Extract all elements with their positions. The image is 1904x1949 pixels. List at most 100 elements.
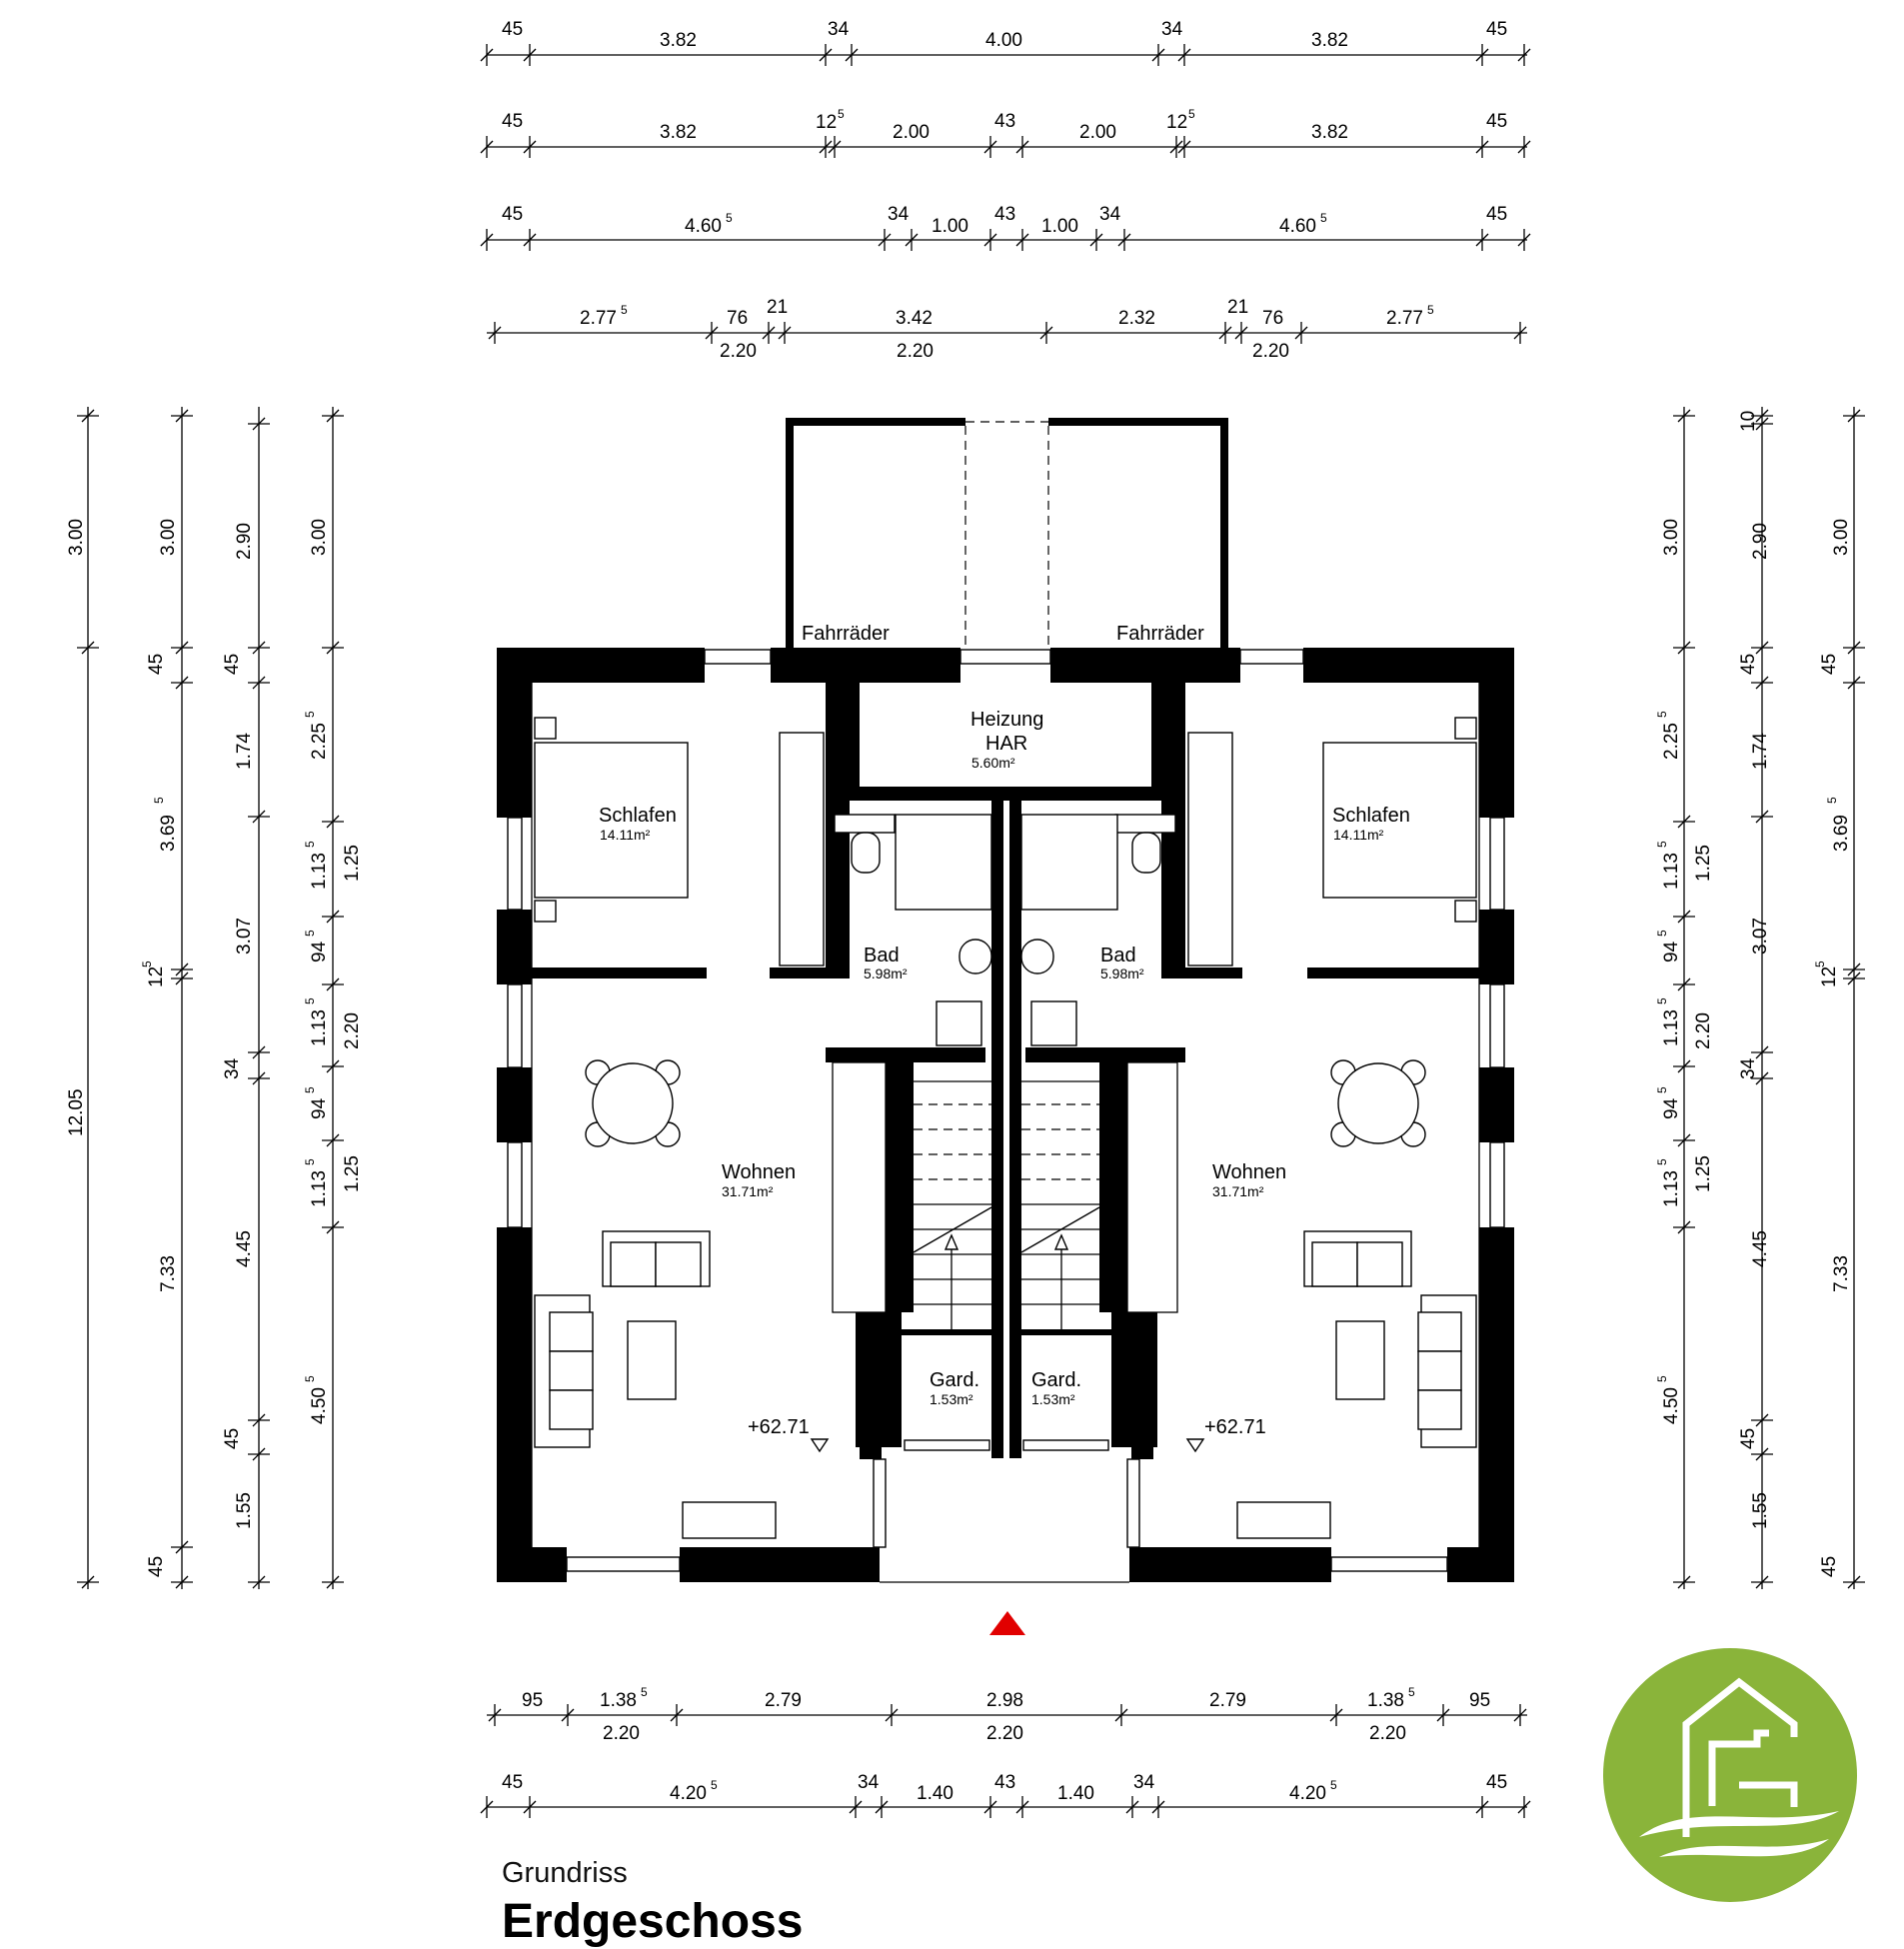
window-south-2 — [1330, 1556, 1448, 1572]
dim-left-3-b: 45 — [222, 654, 243, 675]
dim-top-1-b: 3.82 — [660, 30, 697, 51]
bottom-dimension-chains: 95 1.38 5 2.79 2.98 2.79 1.38 5 95 2.20 … — [480, 1685, 1531, 1818]
dim-left-4-b: 2.25 — [309, 723, 330, 760]
dim-top-2-c-sup: 5 — [838, 107, 845, 121]
dim-left-3-f: 4.45 — [234, 1230, 255, 1267]
wall-gard-left-outer — [856, 1312, 886, 1447]
coffee-table-right — [1335, 1320, 1385, 1400]
nightstand-right-1 — [1454, 717, 1477, 740]
dim-bottom-2-a: 45 — [502, 1772, 523, 1793]
nightstand-right-2 — [1454, 900, 1477, 923]
dim-top-4-lower-c: 2.20 — [1252, 341, 1289, 362]
label-heizung: Heizung — [970, 709, 1043, 731]
area-gard-left: 1.53m² — [930, 1391, 973, 1407]
wall-west-1 — [497, 648, 532, 818]
wardrobe-schlafen-right — [1187, 732, 1233, 967]
bad-left-vanity — [895, 814, 992, 911]
window-north-1 — [704, 649, 772, 665]
label-bad-right: Bad — [1100, 945, 1136, 967]
dim-top-2-b: 3.82 — [660, 122, 697, 143]
dim-top-4-e: 2.32 — [1118, 308, 1155, 329]
dim-bottom-2-h-sup: 5 — [1330, 1778, 1337, 1792]
wall-north-4 — [1303, 648, 1513, 683]
dim-left-5-a: 1.25 — [342, 845, 363, 882]
window-north-2 — [959, 649, 1051, 665]
dim-left-2-c-sup: 5 — [152, 797, 166, 804]
wardrobe-left — [832, 1061, 887, 1313]
nightstand-left-1 — [534, 717, 557, 740]
dim-left-3-h: 1.55 — [234, 1492, 255, 1529]
door-entry-left — [873, 1458, 887, 1548]
wall-heizung-inner-left — [850, 683, 860, 787]
sideboard-right — [1236, 1501, 1331, 1539]
sideboard-left — [682, 1501, 777, 1539]
dim-bottom-2-e: 43 — [994, 1772, 1015, 1793]
dim-top-4-h-sup: 5 — [1427, 303, 1434, 317]
building — [497, 418, 1514, 1635]
dim-left-2-d-sup: 5 — [140, 961, 154, 968]
dim-top-3-d: 1.00 — [932, 216, 968, 237]
dim-left-4-c: 1.13 — [309, 853, 330, 890]
wall-schlafen-right-2 — [1182, 968, 1242, 978]
dim-top-2-h: 3.82 — [1311, 122, 1348, 143]
label-har: HAR — [985, 733, 1027, 755]
label-schlafen-right: Schlafen — [1332, 805, 1410, 827]
dim-right-2-c: 1.25 — [1693, 1155, 1714, 1192]
label-wohnen-left: Wohnen — [722, 1161, 796, 1183]
dim-bottom-1-b: 1.38 — [600, 1690, 637, 1711]
dim-top-2-d: 2.00 — [893, 122, 930, 143]
dim-left-3-g: 45 — [222, 1428, 243, 1449]
dim-left-4-d: 94 — [309, 941, 330, 963]
wall-east-3 — [1479, 1067, 1514, 1142]
dim-left-1-a: 3.00 — [66, 519, 87, 556]
dim-top-3-b-sup: 5 — [726, 211, 733, 225]
house-wave-logo-icon — [1603, 1648, 1857, 1902]
dim-left-5-b: 2.20 — [342, 1012, 363, 1049]
wall-east-1 — [1479, 648, 1514, 818]
basin-right — [1020, 939, 1054, 974]
coffee-table-left — [627, 1320, 677, 1400]
wall-gard-right-outer — [1127, 1312, 1157, 1447]
bad-left-counter — [834, 814, 896, 834]
wall-south-2 — [680, 1547, 880, 1582]
dim-top-2-g: 12 — [1166, 112, 1187, 133]
dim-left-2-c: 3.69 — [158, 815, 179, 852]
dim-top-2-i: 45 — [1486, 111, 1507, 132]
dim-top-1-f: 3.82 — [1311, 30, 1348, 51]
dim-top-3-e: 43 — [994, 204, 1015, 225]
dim-bottom-1-a: 95 — [522, 1690, 543, 1711]
dim-bottom-2-h: 4.20 — [1289, 1783, 1326, 1804]
area-wohnen-left: 31.71m² — [722, 1183, 774, 1199]
dim-top-2-g-sup: 5 — [1188, 107, 1195, 121]
wall-heizung-inner-right — [1151, 683, 1161, 787]
shower-tray-right — [1030, 1000, 1077, 1046]
dim-top-1-d: 4.00 — [985, 30, 1022, 51]
wall-west-3 — [497, 1067, 532, 1142]
dim-right-4-c-sup: 5 — [1825, 797, 1839, 804]
dim-right-4-a: 3.00 — [1831, 519, 1852, 556]
label-gard-left: Gard. — [930, 1369, 979, 1391]
shed-wall-top-left — [786, 418, 965, 426]
wall-central-left — [991, 801, 1003, 1458]
dim-top-1-e: 34 — [1161, 19, 1183, 40]
plan-subtitle: Grundriss — [502, 1857, 628, 1889]
window-east-2 — [1489, 983, 1505, 1068]
dim-ticks-top-4 — [488, 322, 1527, 344]
area-heizung: 5.60m² — [971, 755, 1015, 771]
window-east-3 — [1489, 1141, 1505, 1228]
shower-tray-left — [936, 1000, 982, 1046]
wall-gard-left-inner — [886, 1312, 902, 1447]
dim-right-1-g-sup: 5 — [1655, 1158, 1669, 1165]
dim-left-1-b: 12.05 — [66, 1088, 87, 1136]
dim-right-1-d-sup: 5 — [1655, 930, 1669, 937]
bad-right-counter — [1114, 814, 1176, 834]
wall-gard-left-top — [886, 1329, 991, 1335]
dim-right-3-i: 1.55 — [1750, 1492, 1771, 1529]
window-south-1 — [566, 1556, 681, 1572]
door-gard-right — [1022, 1439, 1109, 1451]
wall-stair-left — [886, 1062, 914, 1312]
dim-bottom-2-g: 34 — [1133, 1772, 1155, 1793]
dim-bottom-1-f: 1.38 — [1367, 1690, 1404, 1711]
sofa-right-top — [1303, 1230, 1412, 1287]
left-dimension-chains: 3.00 12.05 3.00 45 3.69 5 12 5 7.33 45 2… — [66, 407, 363, 1589]
